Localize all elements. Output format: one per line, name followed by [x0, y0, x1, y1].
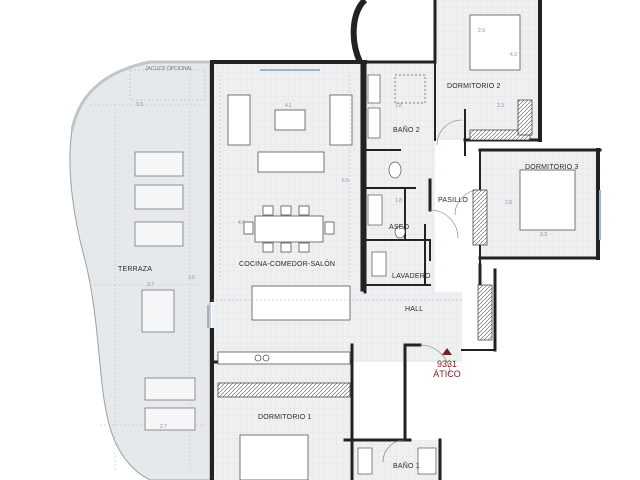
- room-label-bano-1: BAÑO 1: [393, 463, 420, 470]
- room-label-dormitorio-2: DORMITORIO 2: [447, 83, 501, 90]
- dim-bed2-width: 2.9: [478, 28, 485, 34]
- dim-living-depth: 6.5: [342, 178, 349, 184]
- terrace-furniture: [134, 151, 196, 431]
- room-label-pasillo: PASILLO: [438, 197, 469, 204]
- living-furniture: [217, 94, 353, 365]
- unit-code: 9331: [436, 359, 458, 369]
- room-label-aseo: ASEO: [389, 224, 410, 231]
- dim-terrace-width: 3.9: [136, 102, 143, 108]
- wardrobes: [217, 99, 533, 398]
- dim-dining-depth: 4.9: [238, 220, 245, 226]
- room-label-terraza: TERRAZA: [118, 266, 153, 273]
- dim-bed3-depth: 2.8: [505, 200, 512, 206]
- room-label-hall: HALL: [405, 306, 424, 313]
- dotted-guides: [212, 75, 462, 301]
- unit-name: ÁTICO: [433, 369, 461, 379]
- windows: [207, 69, 601, 328]
- dim-terrace-length: 3.0: [188, 275, 195, 281]
- triangle-marker-icon: [442, 348, 452, 355]
- jacuzzi: [129, 69, 206, 101]
- walls: [210, 0, 602, 480]
- room-label-lavadero: LAVADERO: [392, 273, 431, 280]
- dim-terrace-lower: 2.7: [160, 424, 167, 430]
- dim-bed3-width: 3.3: [540, 232, 547, 238]
- bedroom-2-curve: [350, 0, 368, 64]
- bathroom-fixtures: [357, 74, 437, 475]
- dim-bed2-closet: 2.3: [497, 103, 504, 109]
- dim-bed2-depth: 4.3: [510, 52, 517, 58]
- door-swings: [382, 119, 481, 463]
- dim-bath2-width: 1.8: [395, 103, 402, 109]
- dim-aseo-width: 1.8: [395, 198, 402, 204]
- room-label-bano-2: BAÑO 2: [393, 127, 420, 134]
- dim-living-width: 4.1: [285, 103, 292, 109]
- jacuzzi-label: JACUZZI OPCIONAL: [145, 66, 193, 72]
- unit-marker: 9331 ÁTICO: [427, 348, 467, 379]
- bedroom-furniture: [239, 14, 576, 480]
- room-label-dormitorio-1: DORMITORIO 1: [258, 414, 312, 421]
- dim-jacuzzi: 3.7: [147, 282, 154, 288]
- room-label-dormitorio-3: DORMITORIO 3: [525, 164, 579, 171]
- room-label-cocina-comedor-salon: COCINA-COMEDOR-SALÓN: [239, 261, 336, 268]
